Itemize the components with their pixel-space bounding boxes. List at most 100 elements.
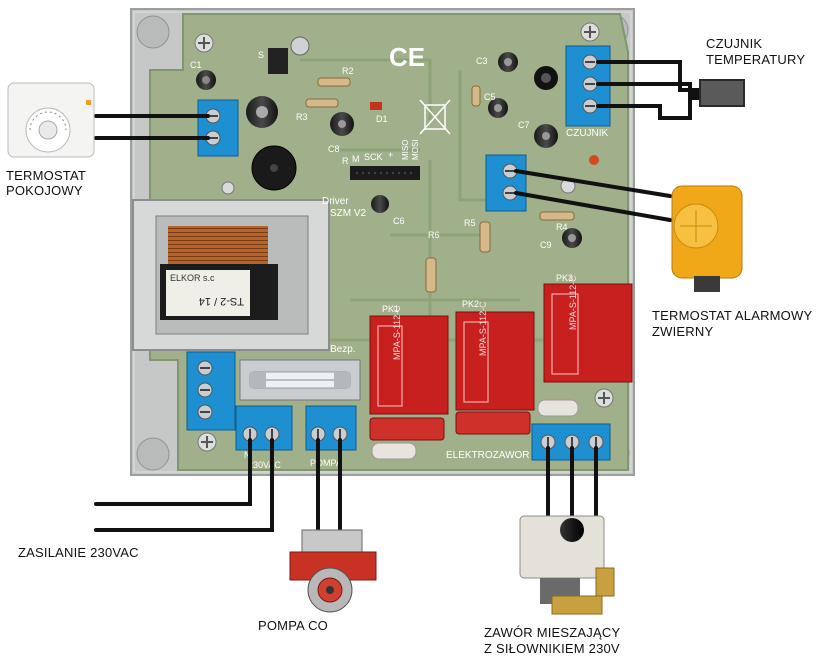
pcb-screw <box>194 33 214 53</box>
silk-pompa: POMPA <box>310 458 342 468</box>
resistor-r6 <box>425 257 437 293</box>
silk-c3: C3 <box>476 56 488 66</box>
silk-isp-mosi: MOSI <box>411 140 420 160</box>
capacitor-c3 <box>498 52 518 72</box>
capacitor-c6 <box>371 195 389 213</box>
resistor-small <box>471 85 481 107</box>
relay-pk1: MPA-S-112-C <box>369 305 449 415</box>
silk-r3: R3 <box>296 112 308 122</box>
silk-r5: R5 <box>464 218 476 228</box>
relay-pk2: MPA-S-112-C <box>455 301 535 411</box>
capacitor-c1 <box>196 70 216 90</box>
silk-pk1: PK1 <box>382 304 399 314</box>
trimmer-s <box>268 48 288 74</box>
label-room-thermostat-line2: POKOJOWY <box>6 183 83 198</box>
power-resistor <box>537 399 579 417</box>
led <box>589 155 599 165</box>
indicator-led <box>86 100 91 105</box>
power-resistor <box>371 442 417 460</box>
label-alarm-thermostat-line2: ZWIERNY <box>652 324 714 339</box>
transformer-model: TS-2 / 14 <box>199 295 244 307</box>
silk-elektrozawor: ELEKTROZAWOR <box>446 450 530 461</box>
temperature-sensor <box>699 79 745 107</box>
terminal-230vac <box>235 405 293 451</box>
terminal-alarm-thermostat <box>485 154 527 212</box>
relay-pk3-model: MPA-S-112-C <box>568 275 578 330</box>
ce-mark: CE <box>389 42 425 72</box>
buzzer <box>251 145 297 191</box>
wires <box>94 60 702 534</box>
silk-230vac: 230VAC <box>248 460 281 470</box>
label-alarm-thermostat-line1: TERMOSTAT ALARMOWY <box>652 308 813 323</box>
resistor-r5 <box>479 221 491 253</box>
silk-isp-r: R <box>342 156 349 166</box>
x-capacitor <box>369 417 445 441</box>
capacitor-c9 <box>562 228 582 248</box>
label-valve-line1: ZAWÓR MIESZAJĄCY <box>484 625 621 640</box>
capacitor-large <box>246 96 278 128</box>
mixing-valve <box>519 515 615 615</box>
weee-bin-icon <box>419 99 451 135</box>
ic-socket <box>350 166 420 180</box>
terminal-pompa <box>305 405 357 451</box>
relay-pk1-model: MPA-S-112-C <box>392 305 402 360</box>
bezp-label: Bezp. <box>330 344 356 355</box>
label-room-thermostat-line1: TERMOSTAT <box>6 168 87 183</box>
silk-isp-m: M <box>352 154 360 164</box>
label-valve-line2: Z SIŁOWNIKIEM 230V <box>484 641 620 656</box>
silk-r6: R6 <box>428 230 440 240</box>
potentiometer <box>290 36 310 56</box>
wire-sensor-2 <box>596 82 702 96</box>
silk-pk2: PK2 <box>462 299 479 309</box>
diode-d1 <box>370 102 382 110</box>
wire-sensor-3 <box>596 96 702 120</box>
label-sensor-line1: CZUJNIK <box>706 36 763 51</box>
silk-pk3: PK3 <box>556 273 573 283</box>
label-sensor-line2: TEMPERATURY <box>706 52 806 67</box>
transformer: ELKOR s.c TS-2 / 14 <box>132 199 330 351</box>
silk-c8: C8 <box>328 144 340 154</box>
relay-pk2-model: MPA-S-112-C <box>478 301 488 356</box>
alarm-thermostat <box>671 185 743 292</box>
capacitor-c7 <box>534 124 558 148</box>
silk-c6: C6 <box>393 216 405 226</box>
silk-c5: C5 <box>484 92 496 102</box>
label-pump: POMPA CO <box>258 618 328 633</box>
resistor-r3 <box>305 98 339 108</box>
silk-czujnik: CZUJNIK <box>566 128 609 139</box>
pcb-pad <box>221 181 235 195</box>
silk-c1: C1 <box>190 60 202 70</box>
fuse <box>239 359 361 401</box>
wire-alarm-2 <box>514 191 672 222</box>
silk-n: N <box>244 450 251 460</box>
pcb-screw <box>580 22 600 42</box>
silk-driver: Driver <box>322 196 349 207</box>
terminal-room-thermostat <box>197 99 239 157</box>
resistor-r4 <box>539 211 575 221</box>
wire-power-n <box>94 438 252 506</box>
transformer-maker: ELKOR s.c <box>170 273 215 283</box>
capacitor-c5 <box>488 98 508 118</box>
silk-d1: D1 <box>376 114 388 124</box>
silk-c9: C9 <box>540 240 552 250</box>
silk-r4: R4 <box>556 222 568 232</box>
relay-pk3: MPA-S-112-C <box>543 275 633 383</box>
silk-s: S <box>258 50 264 60</box>
pcb-screw <box>594 388 614 408</box>
silk-driver-version: SZM V2 <box>330 208 367 219</box>
oscillator <box>534 66 558 90</box>
resistor-r2 <box>317 77 351 87</box>
silk-r2: R2 <box>342 66 354 76</box>
silk-isp-sck: SCK <box>364 152 383 162</box>
x-capacitor <box>455 411 531 435</box>
wire-power-l <box>94 438 274 532</box>
silk-isp-miso: MISO <box>401 140 410 160</box>
pcb-screw <box>197 432 217 452</box>
silk-isp-plus: + <box>388 150 393 160</box>
wire-alarm-1 <box>514 169 672 198</box>
label-power: ZASILANIE 230VAC <box>18 545 139 560</box>
room-thermostat <box>7 82 95 158</box>
circulation-pump <box>289 529 377 613</box>
terminal-earth <box>186 351 236 431</box>
